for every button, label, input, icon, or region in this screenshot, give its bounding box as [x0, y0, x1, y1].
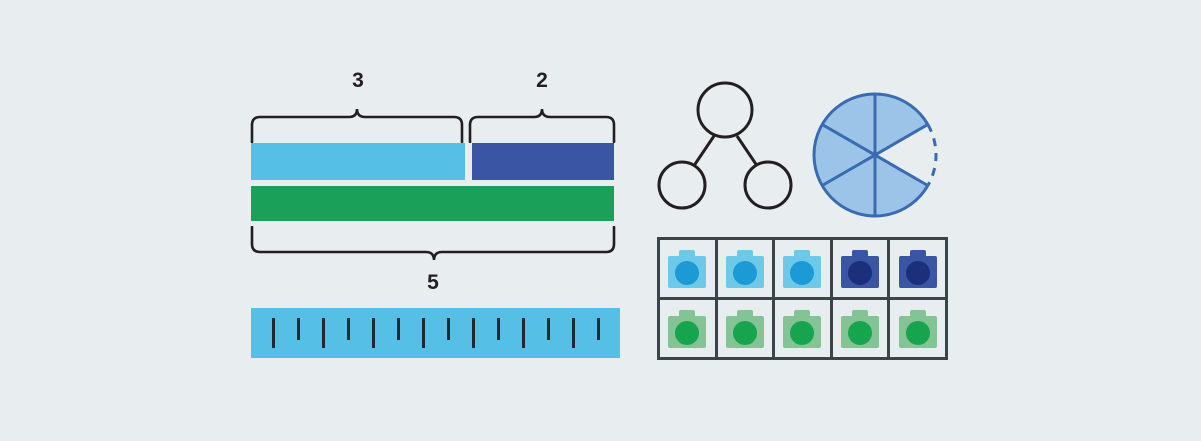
fraction-dashed-arc	[926, 123, 938, 187]
counter-dot	[848, 260, 873, 285]
ruler-tick	[422, 318, 425, 348]
ruler-tick	[522, 318, 525, 348]
tree-node-root	[696, 81, 754, 139]
ruler-tick	[347, 318, 350, 340]
counter-cell	[717, 300, 776, 360]
counter-dot	[790, 260, 815, 285]
brace-label-whole: 5	[427, 271, 439, 294]
counter-tab	[852, 249, 869, 258]
counter-light-blue	[725, 249, 764, 288]
ruler-tick	[597, 318, 600, 340]
tree-node-child-right	[743, 160, 793, 210]
counter-cell	[832, 300, 891, 360]
counter-tab	[794, 309, 811, 318]
counter-tab	[736, 249, 753, 258]
brace-whole-path	[250, 226, 616, 261]
ruler-tick	[372, 318, 375, 348]
ruler-tick	[272, 318, 275, 348]
fraction-filled-sectors	[814, 93, 928, 216]
ruler-tick	[547, 318, 550, 340]
ruler-tick	[497, 318, 500, 340]
counter-dot	[675, 260, 700, 285]
brace-part-b-path	[468, 108, 616, 143]
counter-tab	[679, 309, 696, 318]
ruler-tick	[297, 318, 300, 340]
counter-dot	[732, 320, 757, 345]
fraction-divider-diag-2	[821, 123, 929, 187]
ruler	[251, 308, 620, 358]
bar-segment-whole	[251, 186, 614, 221]
counter-tab	[852, 309, 869, 318]
counter-tab	[909, 309, 926, 318]
counter-green	[898, 309, 937, 348]
brace-part-a-path	[250, 108, 464, 143]
counter-dark-blue	[898, 249, 937, 288]
counter-tab	[909, 249, 926, 258]
counter-dot	[848, 320, 873, 345]
brace-label-part-b: 2	[536, 69, 548, 92]
brace-label-part-a: 3	[352, 69, 364, 92]
ruler-tick	[397, 318, 400, 340]
counter-cell	[775, 240, 833, 300]
counter-green	[725, 309, 764, 348]
counter-light-blue	[668, 249, 707, 288]
counter-dot	[790, 320, 815, 345]
counter-green	[783, 309, 822, 348]
counter-cell	[832, 240, 891, 300]
number-bond-tree	[657, 81, 793, 210]
counter-cell	[890, 300, 948, 360]
counter-cell	[660, 300, 718, 360]
counters-grid	[657, 237, 948, 360]
counter-cell	[890, 240, 948, 300]
bar-segment-part-b	[472, 143, 614, 180]
counter-dark-blue	[841, 249, 880, 288]
counter-dot	[905, 320, 930, 345]
counter-dot	[675, 320, 700, 345]
ruler-tick	[472, 318, 475, 348]
brace-group-bottom	[250, 226, 616, 261]
counter-green	[668, 309, 707, 348]
counter-tab	[679, 249, 696, 258]
bar-model: 3 2 5	[0, 0, 660, 300]
counter-light-blue	[783, 249, 822, 288]
counter-tab	[794, 249, 811, 258]
counter-dot	[732, 260, 757, 285]
ruler-tick	[322, 318, 325, 348]
bar-segment-part-a	[251, 143, 465, 180]
ruler-tick	[447, 318, 450, 340]
counter-tab	[736, 309, 753, 318]
fraction-circle	[812, 92, 938, 218]
filled-area	[814, 93, 928, 216]
tree-node-child-left	[657, 160, 707, 210]
counter-green	[841, 309, 880, 348]
brace-group-top	[250, 108, 616, 143]
counter-cell	[775, 300, 833, 360]
counter-cell	[660, 240, 718, 300]
fraction-solid-arc	[812, 92, 930, 218]
counter-dot	[905, 260, 930, 285]
ruler-tick	[572, 318, 575, 348]
counter-cell	[717, 240, 776, 300]
